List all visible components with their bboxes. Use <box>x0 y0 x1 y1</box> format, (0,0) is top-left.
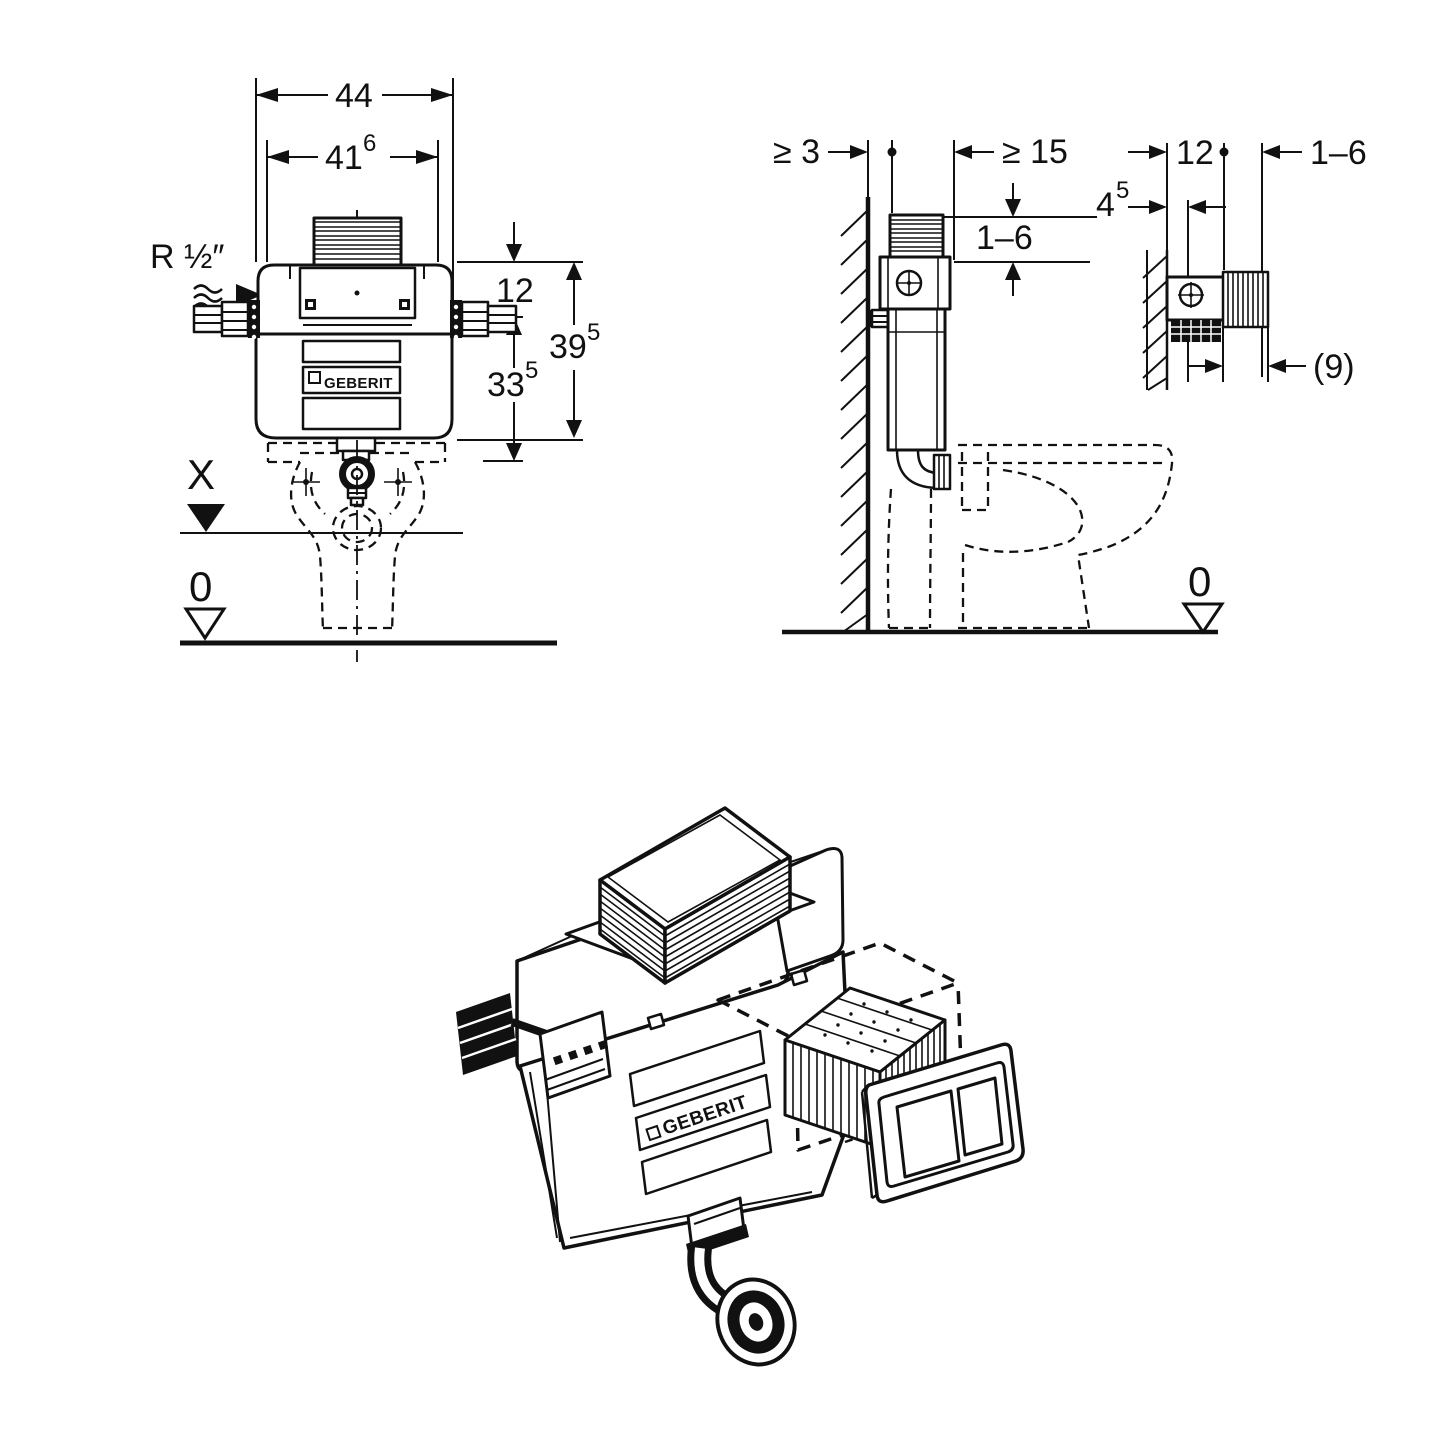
toilet-side-dashed <box>958 443 1174 630</box>
dim-top-offset-label: 12 <box>496 272 534 310</box>
dim-height-lower-label: 33 <box>487 366 525 404</box>
side-fitting-right <box>450 300 518 340</box>
detail-dimensions: 12 1–6 4 5 (9) <box>1096 134 1367 386</box>
detail-device-section <box>1165 270 1270 342</box>
flush-button-large <box>895 1089 961 1179</box>
dim-width-inner-label: 41 <box>325 139 363 177</box>
level-markers-front: X 0 <box>180 440 557 662</box>
dim-front-clearance-label: ≥ 15 <box>1002 133 1068 171</box>
detail-view: 12 1–6 4 5 (9) <box>1096 134 1367 391</box>
isometric-view: GEBERIT <box>456 806 1025 1367</box>
level-zero-marker-icon <box>183 607 227 641</box>
side-fitting-left <box>192 300 260 340</box>
detail-wall <box>1142 250 1169 391</box>
outlet-connector-cylinder <box>715 1277 797 1367</box>
brand-logo-front: GEBERIT <box>308 371 393 392</box>
dim-width-inner-sup: 6 <box>363 130 376 157</box>
dim-frame-offset-label: 4 <box>1096 186 1115 224</box>
level-marker-side: 0 <box>1181 558 1225 635</box>
dim-overall-label: (9) <box>1313 348 1355 386</box>
dim-depth-label: 12 <box>1176 134 1214 172</box>
flush-plate <box>860 1042 1025 1204</box>
water-supply-label: R ½″ <box>150 238 262 312</box>
flow-arrow-icon <box>236 284 262 306</box>
level-zero-label: 0 <box>189 563 212 610</box>
dim-width-outer-label: 44 <box>335 77 373 115</box>
dim-height-lower-sup: 5 <box>525 357 538 384</box>
level-zero-marker-icon <box>1181 602 1225 635</box>
supply-thread-label: R ½″ <box>150 238 224 276</box>
level-zero-label-side: 0 <box>1188 558 1211 605</box>
dim-wall-clearance-label: ≥ 3 <box>773 133 820 171</box>
dim-finish-range-label: 1–6 <box>1310 134 1367 172</box>
cistern-side <box>866 213 952 630</box>
dim-height-total-sup: 5 <box>587 319 600 346</box>
iso-outlet-elbow <box>686 1196 797 1367</box>
iso-protection-box-top <box>598 806 792 985</box>
wall-hatch <box>840 209 869 633</box>
cistern-front: GEBERIT <box>192 210 518 507</box>
finish-layer-block <box>1221 270 1270 329</box>
dim-height-total-label: 39 <box>549 328 587 366</box>
flush-valve-outlet <box>335 436 377 507</box>
level-x-marker-icon <box>187 504 225 532</box>
wall-hatch <box>1142 255 1168 391</box>
dim-protrusion-label: 1–6 <box>976 219 1033 257</box>
side-dimensions: ≥ 3 ≥ 15 1–6 <box>773 133 1097 296</box>
fixing-cross-markers <box>292 468 412 496</box>
iso-supply-bracket <box>456 993 612 1100</box>
wall-section <box>782 197 1218 635</box>
side-view: ≥ 3 ≥ 15 1–6 <box>773 133 1225 635</box>
front-view: 44 41 6 12 39 5 33 5 R ½″ <box>150 77 600 662</box>
dim-frame-offset-sup: 5 <box>1116 177 1129 204</box>
level-x-label: X <box>187 451 215 498</box>
brand-logo-text: GEBERIT <box>324 375 393 392</box>
flush-button-small <box>956 1076 1004 1157</box>
finish-layer-hatch <box>1227 272 1264 327</box>
